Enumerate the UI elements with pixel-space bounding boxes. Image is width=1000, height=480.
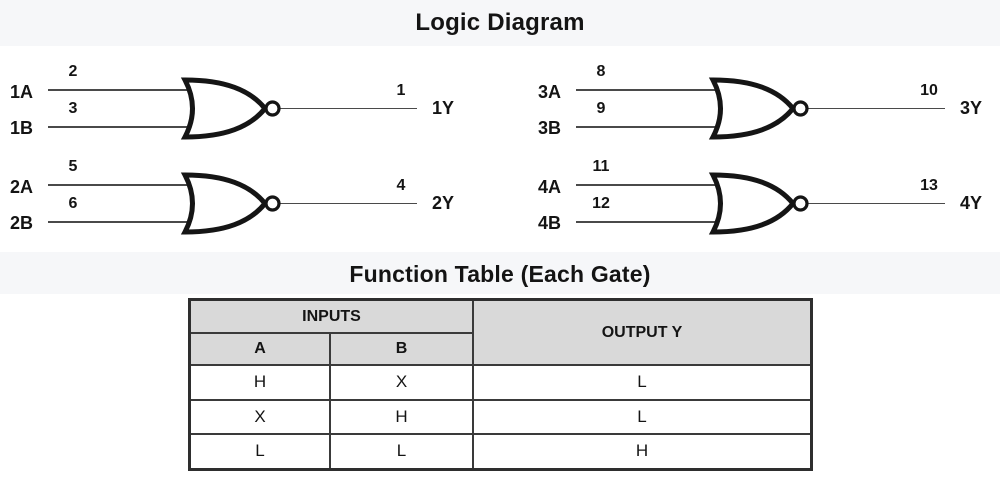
input-label-2b: 2B (10, 213, 34, 233)
input-label-2a: 2A (10, 177, 34, 197)
pin-number-5: 5 (68, 158, 78, 175)
output-wire (280, 202, 417, 205)
table-row: L L H (188, 433, 813, 470)
cell-input-b: L (329, 433, 474, 470)
inverter-bubble (792, 100, 809, 117)
input-label-4b: 4B (538, 213, 562, 233)
input-label-4a: 4A (538, 177, 562, 197)
table-header-row-groups: INPUTS OUTPUT Y (188, 298, 813, 366)
pin-number-1: 1 (396, 82, 406, 99)
input-wire-b (48, 221, 198, 223)
column-header-a: A (188, 332, 331, 366)
cell-output-y: L (472, 364, 813, 401)
cell-input-a: H (188, 364, 331, 401)
or-gate-body (708, 172, 797, 235)
pin-number-12: 12 (592, 195, 610, 212)
or-gate-body (180, 77, 269, 140)
output-wire (808, 202, 945, 205)
nor-gate-symbol (708, 77, 809, 140)
pin-number-2: 2 (68, 63, 78, 80)
input-wire-a (576, 89, 726, 91)
cell-input-a: L (188, 433, 331, 470)
cell-input-a: X (188, 398, 331, 435)
pin-number-6: 6 (68, 195, 78, 212)
input-wire-b (576, 221, 726, 223)
output-label-4y: 4Y (960, 193, 983, 213)
inverter-bubble (264, 195, 281, 212)
column-header-b: B (329, 332, 474, 366)
pin-number-10: 10 (920, 82, 938, 99)
nor-gate-4: 4A 11 4B 12 13 4Y (528, 158, 1000, 258)
nor-gate-2: 2A 5 2B 6 4 2Y (0, 158, 505, 258)
nor-gate-1: 1A 2 1B 3 1 1Y (0, 63, 505, 163)
table-row: H X L (188, 364, 813, 401)
input-wire-a (48, 89, 198, 91)
table-header-row-columns: A B (188, 332, 812, 366)
nor-gate-symbol (180, 77, 281, 140)
output-label-2y: 2Y (432, 193, 455, 213)
input-wire-a (48, 184, 198, 186)
cell-input-b: H (329, 398, 474, 435)
input-label-3b: 3B (538, 118, 562, 138)
pin-number-4: 4 (396, 177, 406, 194)
input-label-1a: 1A (10, 82, 34, 102)
function-table: INPUTS OUTPUT Y A B H X L X H L L L H (188, 298, 813, 471)
input-wire-b (576, 126, 726, 128)
or-gate-body (708, 77, 797, 140)
page-title: Logic Diagram (415, 9, 585, 36)
nor-gate-3: 3A 8 3B 9 10 3Y (528, 63, 1000, 163)
pin-number-8: 8 (596, 63, 606, 80)
input-label-3a: 3A (538, 82, 562, 102)
nor-gate-symbol (180, 172, 281, 235)
pin-number-11: 11 (592, 158, 610, 175)
pin-number-9: 9 (596, 100, 606, 117)
output-label-1y: 1Y (432, 98, 455, 118)
or-gate-body (180, 172, 269, 235)
input-label-1b: 1B (10, 118, 34, 138)
cell-output-y: H (472, 433, 813, 470)
cell-input-b: X (329, 364, 474, 401)
inverter-bubble (792, 195, 809, 212)
input-wire-b (48, 126, 198, 128)
input-wire-a (576, 184, 726, 186)
output-header-cell: OUTPUT Y (472, 298, 813, 366)
table-row: X H L (188, 398, 813, 435)
nor-gate-symbol (708, 172, 809, 235)
pin-number-3: 3 (68, 100, 78, 117)
pin-number-13: 13 (920, 177, 938, 194)
output-label-3y: 3Y (960, 98, 983, 118)
inputs-header-cell: INPUTS (188, 298, 474, 334)
function-table-title: Function Table (Each Gate) (349, 261, 651, 287)
cell-output-y: L (472, 398, 813, 435)
table-title-band (0, 252, 1000, 294)
inverter-bubble (264, 100, 281, 117)
output-wire (280, 107, 417, 110)
title-band (0, 0, 1000, 46)
output-wire (808, 107, 945, 110)
